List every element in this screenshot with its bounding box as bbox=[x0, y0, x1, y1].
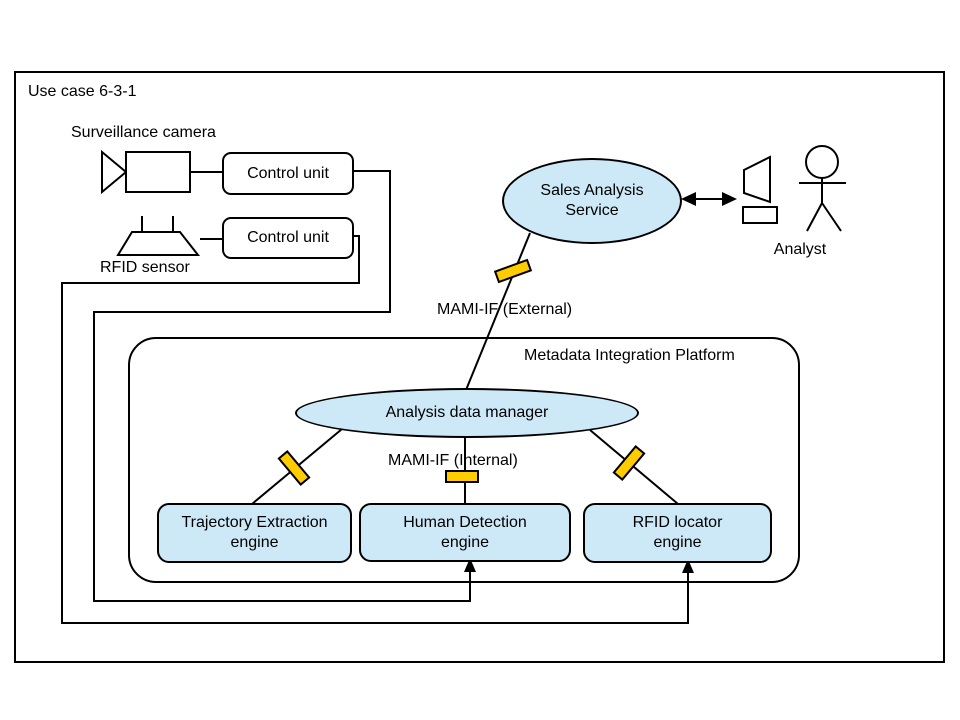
rfid-locator-engine-label-line2: engine bbox=[653, 534, 702, 551]
control-unit-camera-box: Control unit bbox=[222, 152, 354, 195]
surveillance-camera-label: Surveillance camera bbox=[71, 124, 216, 141]
sales-service-label-line2: Service bbox=[565, 202, 619, 219]
control-unit-camera-label: Control unit bbox=[247, 164, 329, 182]
mami-if-internal-label: MAMI-IF (Internal) bbox=[388, 452, 518, 469]
sales-analysis-service-ellipse: Sales Analysis Service bbox=[502, 158, 682, 244]
mami-if-external-label: MAMI-IF (External) bbox=[437, 301, 573, 318]
trajectory-extraction-engine-box: Trajectory Extraction engine bbox=[157, 503, 352, 563]
page-title: Use case 6-3-1 bbox=[28, 83, 137, 100]
control-unit-rfid-box: Control unit bbox=[222, 217, 354, 259]
rfid-locator-engine-label-line1: RFID locator bbox=[632, 514, 723, 531]
human-detection-engine-box: Human Detection engine bbox=[359, 503, 571, 562]
human-detection-engine-label-line1: Human Detection bbox=[403, 513, 527, 531]
trajectory-engine-label-line1: Trajectory Extraction bbox=[181, 514, 328, 531]
sales-service-label-line1: Sales Analysis bbox=[540, 182, 644, 199]
analysis-data-manager-label: Analysis data manager bbox=[385, 404, 549, 421]
human-detection-engine-label-line2: engine bbox=[440, 533, 490, 551]
rfid-sensor-label: RFID sensor bbox=[100, 259, 190, 276]
control-unit-rfid-label: Control unit bbox=[247, 229, 329, 246]
analyst-label: Analyst bbox=[773, 241, 827, 258]
rfid-locator-engine-box: RFID locator engine bbox=[583, 503, 772, 563]
slide-frame bbox=[14, 71, 945, 663]
metadata-platform-title: Metadata Integration Platform bbox=[524, 347, 735, 364]
trajectory-engine-label-line2: engine bbox=[230, 534, 279, 551]
analysis-data-manager-ellipse: Analysis data manager bbox=[295, 388, 639, 438]
